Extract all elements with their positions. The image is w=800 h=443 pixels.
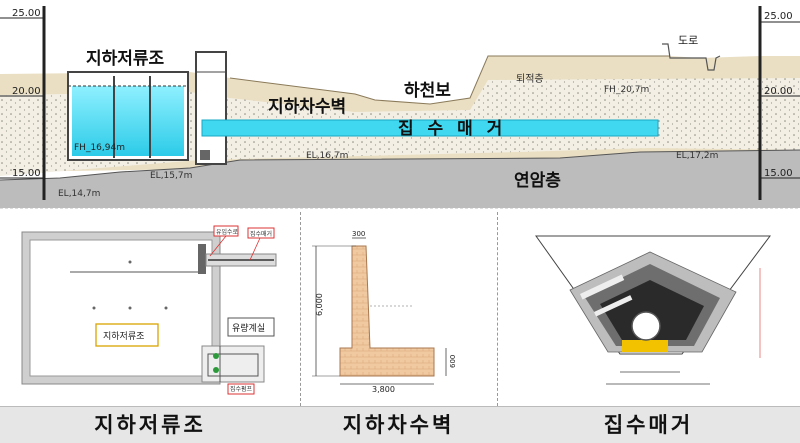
elev-right-mid: 20.00	[764, 86, 793, 97]
fh-left-label: FH_16,94m	[74, 143, 125, 153]
elev-right-top: 25.00	[764, 11, 793, 22]
elev-left-bottom: 15.00	[12, 168, 41, 179]
cutoff-wall-label: 지하차수벽	[268, 97, 346, 117]
fh-right-label: FH_20,7m	[604, 85, 649, 95]
rock-layer	[0, 150, 800, 208]
caption-bar: 지하저류조 지하차수벽 집수매거	[0, 406, 800, 443]
collector-label: 집 수 매 거	[398, 119, 506, 139]
wall-top-dim: 300	[352, 230, 365, 238]
elev-left-mid: 20.00	[12, 86, 41, 97]
divider-right	[497, 212, 498, 406]
el-17-2-label: EL,17,2m	[676, 151, 718, 161]
caption-reservoir: 지하저류조	[94, 413, 206, 437]
road-marker	[662, 43, 721, 71]
plan-flow-meter-label: 유량계실	[232, 322, 265, 334]
el-16-7-label: EL,16,7m	[306, 151, 348, 161]
left-elevation-scale	[0, 6, 46, 200]
elev-left-top: 25.00	[12, 8, 41, 19]
reservoir-label: 지하저류조	[86, 49, 165, 69]
wall-base-height-dim: 600	[449, 355, 457, 368]
el-14-7-label: EL,14,7m	[58, 189, 100, 199]
sediment-label: 퇴적층	[516, 73, 544, 85]
plan-view: 유입수로 집수매거 지하저류조 유량계실 집수펌프	[18, 224, 277, 395]
wall-body	[339, 245, 435, 377]
pipe-base	[622, 340, 668, 352]
plan-collector-tag: 집수매거	[250, 230, 272, 238]
caption-collector: 집수매거	[603, 413, 694, 437]
wall-base-dim: 3,800	[372, 385, 395, 394]
wall-section: 300 6,000 3,800 600	[312, 230, 457, 394]
elev-right-bottom: 15.00	[764, 168, 793, 179]
collector-section	[535, 235, 771, 385]
soft-rock-label: 연암층	[514, 171, 561, 191]
reservoir-water	[72, 86, 184, 156]
wall-height-dim: 6,000	[315, 293, 324, 316]
plan-pump-tag: 집수펌프	[230, 386, 253, 393]
plan-chamber	[201, 345, 265, 383]
divider-left	[300, 212, 301, 406]
weir-label: 하천보	[404, 81, 451, 101]
pump-shaft	[195, 51, 227, 165]
el-15-7-label: EL,15,7m	[150, 171, 192, 181]
right-elevation-scale	[758, 6, 800, 200]
road-label: 도로	[678, 34, 698, 47]
collector-pipe-circle	[631, 311, 661, 341]
collector-pipe	[201, 119, 659, 137]
plan-reservoir-label: 지하저류조	[103, 331, 144, 342]
plan-inflow-tag: 유입수로	[216, 228, 239, 236]
cross-section: 25.00 20.00 15.00 25.00 20.00 15.00 도로 지…	[0, 0, 800, 208]
caption-cutoff-wall: 지하차수벽	[342, 413, 455, 437]
